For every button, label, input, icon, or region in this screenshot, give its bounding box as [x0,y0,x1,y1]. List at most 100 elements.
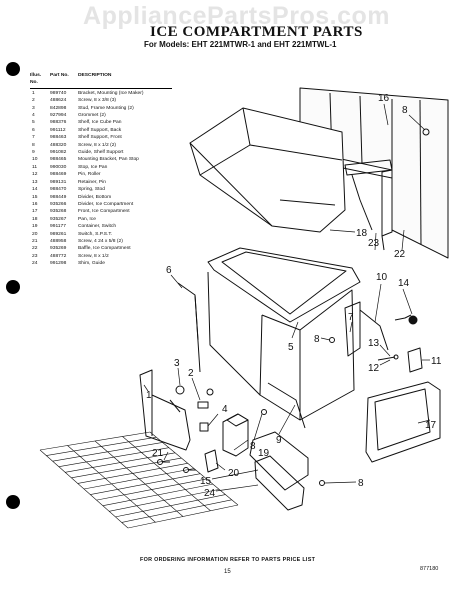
illus-no-cell: 22 [32,246,38,252]
part-no-cell: 988449 [50,194,67,200]
illus-no-cell: 18 [32,216,38,222]
mounting-screws-part [157,459,196,473]
illus-no-cell: 2 [32,98,35,104]
part-no-cell: 927994 [50,113,67,119]
watermark: AppliancePartsPros.com [83,2,390,30]
description-cell: Pin, Roller [78,172,101,178]
leader-lines [143,103,431,492]
illus-no-cell: 17 [32,209,38,215]
ice-pan-part [189,107,346,233]
illus-no-cell: 13 [32,179,38,185]
callout-20: 20 [228,468,240,479]
switch-container-part [222,413,249,457]
illus-no-cell: 21 [32,238,38,244]
illus-no-cell: 12 [32,172,38,178]
table-row: 24 991298 Shim, Guide [30,260,172,267]
description-cell: Retainer, Pin [78,179,107,185]
description-cell: Spring, Stod [78,187,105,193]
part-no-cell: 935269 [50,246,67,252]
illus-no-cell: 7 [32,135,35,141]
baffle-part [381,169,393,251]
page-number: 15 [224,569,231,575]
callout-19: 19 [258,448,270,459]
part-no-cell: 488772 [50,253,67,259]
part-no-cell: 935267 [50,216,67,222]
illus-no-cell: 16 [32,201,38,207]
part-no-cell: 990030 [50,164,67,170]
part-no-cell: 989261 [50,231,67,237]
callout-21: 21 [152,448,164,459]
callout-8-middle: 8 [314,334,320,345]
part-no-cell: 991082 [50,150,67,156]
callout-1: 1 [146,390,152,401]
description-cell: Stop, Ice Pan [78,164,108,170]
ice-pan-stop-part [407,347,423,373]
callout-11: 11 [431,356,442,367]
bottom-divider-part [249,431,309,511]
callout-12: 12 [368,363,380,374]
callout-8-top: 8 [402,105,408,116]
illus-no-cell: 9 [32,150,35,156]
table-row: 9 991082 Guide, Shelf Support [30,149,172,156]
callout-5: 5 [288,342,294,353]
description-cell: Divider, Ice Compartment [78,201,134,207]
illus-no-cell: 23 [32,253,38,259]
switch-spst-part [204,449,219,473]
description-cell: Shelf Support, Back [78,127,122,133]
shelf-support-back-part [207,271,355,421]
callout-3: 3 [174,358,180,369]
header-part-no: Part No. [50,73,69,78]
part-no-cell: 935268 [50,209,67,215]
callout-10: 10 [376,272,388,283]
illus-no-cell: 14 [32,187,38,193]
binder-hole-bottom [6,495,20,509]
binder-hole-top [6,62,20,76]
description-cell: Guide, Shelf Support [78,150,124,156]
parts-table-header: Illus. No. Part No. DESCRIPTION [30,72,172,89]
description-cell: Screw, 8 x 1/2 (2) [78,142,117,148]
callout-18: 18 [356,228,368,239]
ice-cube-pan-shelf-part [207,247,361,323]
illus-no-cell: 10 [32,157,38,163]
part-no-cell: 842898 [50,105,67,111]
callout-8-lower: 8 [250,441,256,452]
callout-2: 2 [188,368,194,379]
illus-no-cell: 19 [32,224,38,230]
part-no-cell: 991298 [50,261,67,267]
part-no-cell: 988465 [50,157,67,163]
part-no-cell: 988470 [50,187,67,193]
illus-no-cell: 1 [32,90,35,96]
wire-shelf-rack [39,431,239,529]
description-cell: Shelf, Ice Cube Pan [78,120,122,126]
illus-no-cell: 24 [32,261,38,267]
description-cell: Screw, 4 24 x 5/8 (2) [78,238,123,244]
shelf-support-rod-part [177,282,201,373]
callout-8-bottom: 8 [358,478,364,489]
part-no-cell: 988376 [50,120,67,126]
description-cell: Shim, Guide [78,261,105,267]
description-cell: Divider, Bottom [78,194,112,200]
table-row: 14 988470 Spring, Stod [30,186,172,193]
binder-hole-middle [6,280,20,294]
part-no-cell: 989740 [50,90,67,96]
description-cell: Shelf Support, Front [78,135,122,141]
callout-9: 9 [276,435,282,446]
